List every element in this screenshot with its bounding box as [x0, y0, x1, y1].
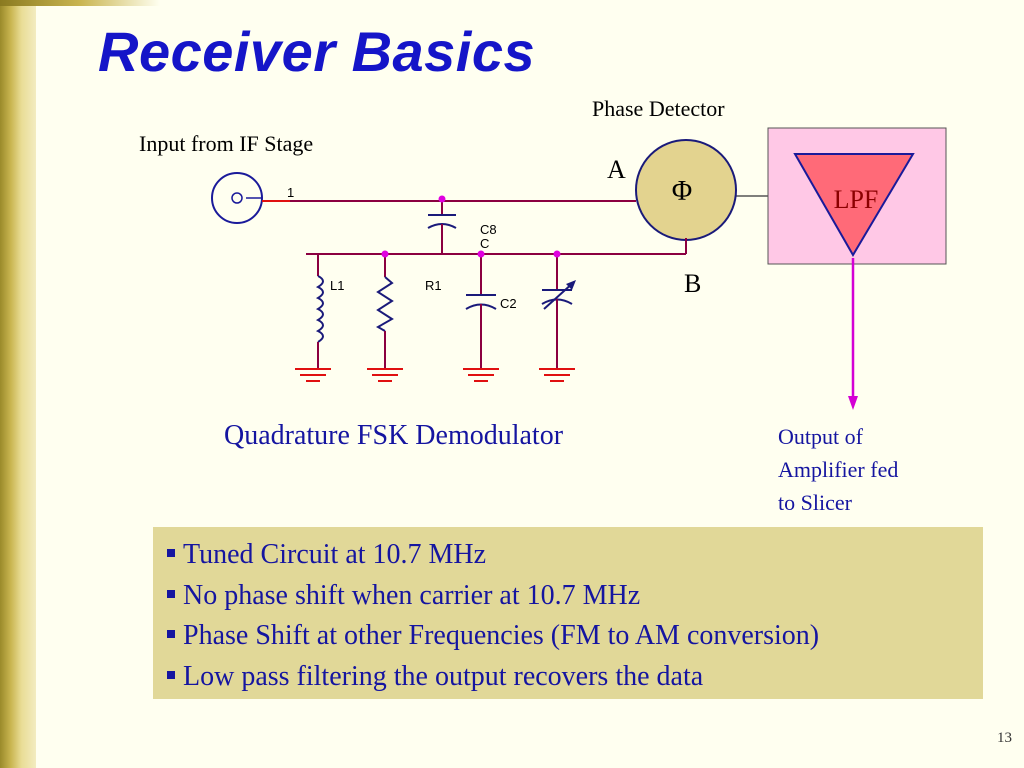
bullet-text: No phase shift when carrier at 10.7 MHz: [183, 579, 641, 611]
l1-coil: [315, 275, 324, 343]
c8-label: C8: [480, 222, 497, 237]
bullet-item: Low pass filtering the output recovers t…: [167, 657, 983, 698]
decorative-top-bar: [0, 0, 160, 6]
phi-symbol: Φ: [672, 176, 692, 207]
output-note-line: Amplifier fed: [778, 457, 899, 482]
c2-label: C2: [500, 296, 517, 311]
decorative-side-bar: [0, 0, 36, 768]
bullet-square-icon: [167, 630, 175, 638]
bullet-text: Phase Shift at other Frequencies (FM to …: [183, 620, 820, 651]
bullet-list: Tuned Circuit at 10.7 MHz No phase shift…: [153, 527, 983, 699]
varcap-arrow-head: [566, 280, 576, 290]
diagram-caption: Quadrature FSK Demodulator: [224, 420, 564, 451]
lpf-label: LPF: [834, 185, 879, 214]
junction-dot: [477, 250, 485, 258]
port-b-label: B: [684, 269, 702, 298]
input-connector-inner: [231, 192, 243, 204]
l1-label: L1: [330, 278, 344, 293]
output-note: Output of Amplifier fed to Slicer: [778, 420, 978, 519]
r1-zigzag: [375, 276, 394, 332]
junction-dot: [438, 195, 446, 203]
ground-symbol: [295, 368, 331, 382]
output-note-line: to Slicer: [778, 490, 852, 515]
bullet-square-icon: [167, 589, 175, 598]
ground-symbol: [367, 368, 403, 382]
bullet-item: Phase Shift at other Frequencies (FM to …: [167, 616, 983, 657]
phase-detector-label: Phase Detector: [592, 96, 725, 121]
r1-label: R1: [425, 278, 442, 293]
bullet-item: No phase shift when carrier at 10.7 MHz: [167, 576, 983, 617]
junction-dot: [553, 250, 561, 258]
output-arrow-head: [848, 396, 858, 410]
page-number: 13: [997, 730, 1012, 746]
bullet-square-icon: [167, 549, 175, 557]
junction-dot: [381, 250, 389, 258]
output-note-line: Output of: [778, 424, 863, 449]
ground-symbol: [539, 368, 575, 382]
bullet-text: Low pass filtering the output recovers t…: [183, 660, 704, 692]
bullet-item: Tuned Circuit at 10.7 MHz: [167, 535, 983, 576]
port-a-label: A: [607, 155, 626, 184]
ground-symbol: [463, 368, 499, 382]
slide-title: Receiver Basics: [98, 20, 536, 83]
bullet-text: Tuned Circuit at 10.7 MHz: [183, 539, 487, 570]
c8-sub-label: C: [480, 236, 489, 251]
lpf-triangle: [793, 153, 915, 257]
bullet-square-icon: [167, 670, 175, 679]
input-label: Input from IF Stage: [139, 131, 314, 156]
pin-1-label: 1: [287, 185, 294, 200]
